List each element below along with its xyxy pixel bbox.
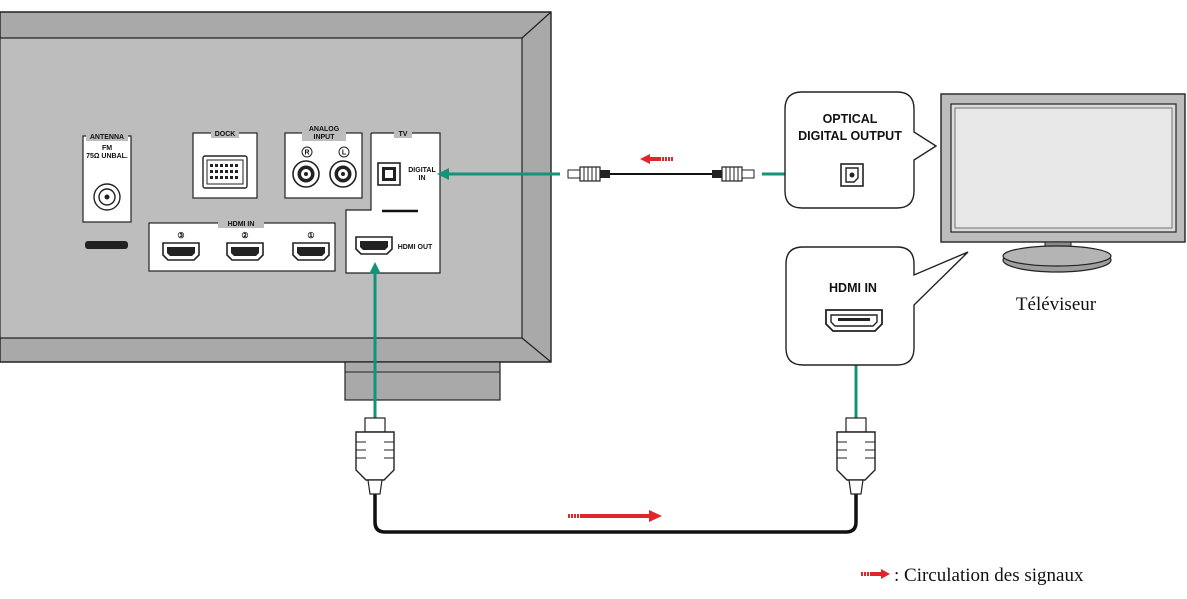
signal-arrow-hdmi-icon bbox=[568, 510, 662, 522]
antenna-section: ANTENNA FM 75Ω UNBAL. bbox=[82, 132, 132, 223]
analog-input-section: ANALOG INPUT R L bbox=[284, 124, 363, 199]
antenna-fm-label: FM bbox=[102, 145, 112, 152]
optical-plug-right-icon bbox=[712, 166, 755, 182]
hdmi-in-section: HDMI IN ③ ② ① bbox=[148, 219, 336, 272]
analog-right-marker: R bbox=[301, 146, 313, 158]
rca-jack-left-icon bbox=[329, 160, 357, 188]
television-icon bbox=[940, 93, 1186, 273]
hdmi-plug-right-icon bbox=[836, 417, 876, 495]
hdmi-plug-left-icon bbox=[355, 417, 395, 495]
digital-in-label-line1: DIGITAL bbox=[408, 167, 436, 174]
hdmi-in-3-number: ③ bbox=[177, 231, 184, 240]
dock-section: DOCK bbox=[192, 129, 258, 199]
hdmi-in-2-number: ② bbox=[241, 231, 248, 240]
fm-antenna-jack-icon bbox=[93, 183, 121, 211]
hdmi-in-1-port-icon bbox=[292, 242, 330, 261]
panel-slot bbox=[85, 241, 128, 249]
tv-section: TV DIGITAL IN HDMI OUT bbox=[345, 129, 441, 274]
hdmi-in-callout-label: HDMI IN bbox=[829, 281, 877, 295]
hdmi-in-label: HDMI IN bbox=[228, 221, 255, 228]
hdmi-in-1-number: ① bbox=[307, 231, 314, 240]
dock-label: DOCK bbox=[215, 131, 236, 138]
tv-label: TV bbox=[399, 131, 408, 138]
optical-output-jack-icon bbox=[840, 163, 864, 187]
optical-plug-left-icon bbox=[567, 166, 610, 182]
dock-connector-icon bbox=[202, 155, 248, 189]
optical-callout-line2: DIGITAL OUTPUT bbox=[798, 129, 902, 143]
hdmi-receiver-arrowhead-icon bbox=[369, 262, 381, 274]
legend: : Circulation des signaux bbox=[861, 565, 1084, 586]
hdmi-in-2-port-icon bbox=[226, 242, 264, 261]
legend-arrow-icon bbox=[861, 569, 890, 579]
hdmi-out-label: HDMI OUT bbox=[398, 244, 433, 251]
antenna-title: ANTENNA bbox=[90, 134, 124, 141]
legend-text: : Circulation des signaux bbox=[894, 565, 1084, 586]
analog-label-line2: INPUT bbox=[314, 134, 336, 141]
svg-text:L: L bbox=[342, 150, 347, 157]
hdmi-in-callout: HDMI IN bbox=[785, 246, 969, 366]
optical-cable bbox=[567, 166, 755, 182]
tv-name-label: Téléviseur bbox=[1016, 294, 1097, 315]
analog-left-marker: L bbox=[338, 146, 350, 158]
digital-in-label-line2: IN bbox=[419, 175, 426, 182]
antenna-ohm-label: 75Ω UNBAL. bbox=[86, 153, 128, 160]
signal-arrow-optical-icon bbox=[640, 154, 673, 164]
hdmi-out-port-icon bbox=[355, 236, 393, 255]
optical-receiver-arrowhead-icon bbox=[437, 168, 449, 180]
analog-label-line1: ANALOG bbox=[309, 126, 340, 133]
hdmi-in-3-port-icon bbox=[162, 242, 200, 261]
optical-output-callout: OPTICAL DIGITAL OUTPUT bbox=[784, 91, 938, 209]
optical-input-jack-icon bbox=[377, 162, 401, 186]
rca-jack-right-icon bbox=[292, 160, 320, 188]
hdmi-cable bbox=[355, 417, 876, 534]
optical-callout-line1: OPTICAL bbox=[823, 112, 878, 126]
tv-hdmi-in-port-icon bbox=[825, 309, 883, 332]
svg-text:R: R bbox=[304, 150, 309, 157]
